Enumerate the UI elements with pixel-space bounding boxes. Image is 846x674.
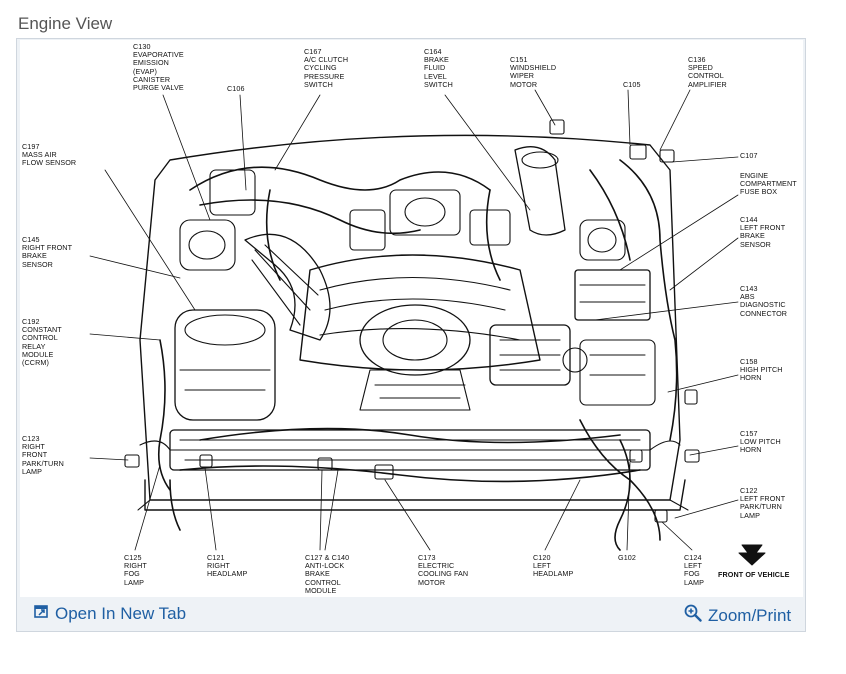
label-c127-c140: C127 & C140 ANTI-LOCK BRAKE CONTROL MODU… [305,553,350,595]
label-c130: C130 EVAPORATIVE EMISSION (EVAP) CANISTE… [133,42,184,93]
label-c105: C105 [623,80,641,89]
label-c167: C167 A/C CLUTCH CYCLING PRESSURE SWITCH [304,47,349,89]
label-g102: G102 [618,553,636,562]
external-window-icon [34,604,49,624]
label-c124: C124 LEFT FOG LAMP [684,553,704,587]
label-c157: C157 LOW PITCH HORN [740,429,781,455]
label-c145: C145 RIGHT FRONT BRAKE SENSOR [22,235,73,269]
label-c123: C123 RIGHT FRONT PARK/TURN LAMP [22,434,64,476]
label-c158: C158 HIGH PITCH HORN [740,357,783,383]
label-c136: C136 SPEED CONTROL AMPLIFIER [688,55,727,89]
open-in-new-tab-label: Open In New Tab [55,604,187,623]
front-arrow-icon [738,544,766,566]
label-c173: C173 ELECTRIC COOLING FAN MOTOR [418,553,469,587]
engine-diagram[interactable]: C130 EVAPORATIVE EMISSION (EVAP) CANISTE… [20,40,803,597]
front-of-vehicle-label: FRONT OF VEHICLE [718,570,790,579]
label-c143: C143 ABS DIAGNOSTIC CONNECTOR [740,284,788,318]
label-c197: C197 MASS AIR FLOW SENSOR [22,142,77,168]
label-c144: C144 LEFT FRONT BRAKE SENSOR [740,215,786,249]
label-c192: C192 CONSTANT CONTROL RELAY MODULE (CCRM… [22,317,62,368]
label-c122: C122 LEFT FRONT PARK/TURN LAMP [740,486,786,520]
zoom-print-label: Zoom/Print [708,605,792,625]
engine-drawing [89,89,766,566]
label-c121: C121 RIGHT HEADLAMP [207,553,248,579]
label-c125: C125 RIGHT FOG LAMP [124,553,147,587]
zoom-print-button[interactable]: Zoom/Print [684,604,791,627]
label-fuse-box: ENGINE COMPARTMENT FUSE BOX [740,171,797,197]
open-in-new-tab-button[interactable]: Open In New Tab [34,604,186,624]
page-title: Engine View [18,14,113,33]
label-c151: C151 WINDSHIELD WIPER MOTOR [510,55,557,89]
label-c164: C164 BRAKE FLUID LEVEL SWITCH [424,47,453,89]
label-c107: C107 [740,151,758,160]
zoom-in-icon [684,604,702,627]
label-c106: C106 [227,84,245,93]
label-c120: C120 LEFT HEADLAMP [533,553,574,579]
